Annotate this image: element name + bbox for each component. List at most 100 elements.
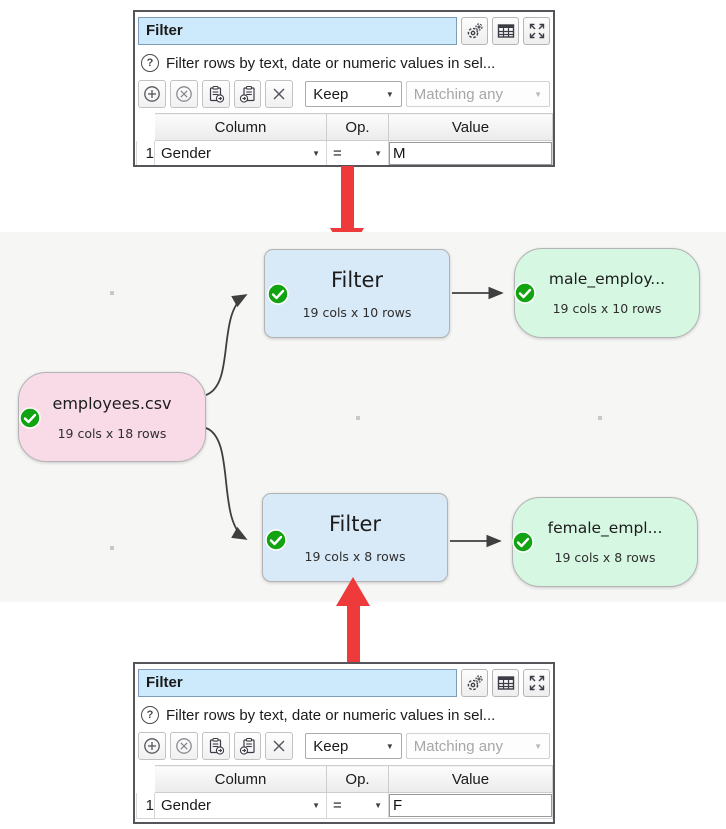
grid-dot bbox=[110, 546, 114, 550]
panel-toolbar: Keep ▼ Matching any ▼ bbox=[135, 77, 553, 111]
value-input[interactable] bbox=[389, 794, 552, 817]
node-title: female_empl... bbox=[547, 519, 663, 537]
grid-dot bbox=[598, 416, 602, 420]
column-dropdown[interactable]: Gender ▼ bbox=[155, 793, 326, 818]
expand-button[interactable] bbox=[523, 669, 550, 697]
op-dropdown[interactable]: = ▼ bbox=[327, 793, 388, 818]
value-header: Value bbox=[388, 765, 553, 793]
table-view-button[interactable] bbox=[492, 669, 519, 697]
value-input[interactable] bbox=[389, 142, 552, 165]
x-circle-icon bbox=[175, 738, 192, 754]
op-value: = bbox=[333, 145, 342, 162]
panel-toolbar: Keep ▼ Matching any ▼ bbox=[135, 729, 553, 763]
chevron-down-icon: ▼ bbox=[374, 149, 382, 158]
transform-description: Filter rows by text, date or numeric val… bbox=[166, 54, 496, 72]
help-icon[interactable]: ? bbox=[141, 706, 159, 724]
column-value: Gender bbox=[161, 145, 212, 162]
dataflow-canvas[interactable]: employees.csv 19 cols x 18 rows Filter 1… bbox=[0, 232, 726, 602]
op-header: Op. bbox=[326, 113, 389, 141]
column-header: Column bbox=[154, 113, 327, 141]
gear-icon bbox=[467, 22, 483, 38]
node-female-employees[interactable]: female_empl... 19 cols x 8 rows bbox=[512, 497, 698, 587]
copy-rows-button[interactable] bbox=[201, 732, 230, 760]
column-value: Gender bbox=[161, 797, 212, 814]
table-view-button[interactable] bbox=[492, 17, 519, 45]
remove-row-button[interactable] bbox=[169, 80, 198, 108]
node-employees-csv[interactable]: employees.csv 19 cols x 18 rows bbox=[18, 372, 206, 462]
annotation-arrow-bottom-shaft bbox=[347, 604, 360, 662]
matching-mode-value: Matching any bbox=[413, 85, 503, 103]
node-title: male_employ... bbox=[548, 270, 666, 288]
edges-layer bbox=[205, 286, 504, 548]
grid-dot bbox=[356, 416, 360, 420]
chevron-down-icon: ▼ bbox=[534, 89, 543, 99]
table-icon bbox=[497, 24, 514, 38]
delete-button[interactable] bbox=[265, 80, 294, 108]
check-circle-icon bbox=[514, 282, 536, 304]
keep-remove-dropdown[interactable]: Keep ▼ bbox=[305, 733, 402, 759]
keep-remove-dropdown[interactable]: Keep ▼ bbox=[305, 81, 402, 107]
chevron-down-icon: ▼ bbox=[385, 89, 394, 99]
add-row-button[interactable] bbox=[138, 732, 166, 760]
expand-icon bbox=[529, 675, 544, 691]
op-dropdown[interactable]: = ▼ bbox=[327, 141, 388, 165]
filter-settings-panel-bottom: Filter bbox=[133, 662, 555, 824]
chevron-down-icon: ▼ bbox=[312, 149, 320, 158]
keep-remove-value: Keep bbox=[313, 85, 349, 103]
annotation-arrow-top-shaft bbox=[341, 166, 354, 230]
column-dropdown[interactable]: Gender ▼ bbox=[155, 141, 326, 165]
panel-help-row: ? Filter rows by text, date or numeric v… bbox=[135, 701, 553, 729]
check-circle-icon bbox=[19, 407, 41, 429]
copy-rows-button[interactable] bbox=[201, 80, 230, 108]
row-number: 1 bbox=[136, 140, 155, 165]
table-row: 1 Gender ▼ = ▼ bbox=[136, 140, 553, 165]
node-subtitle: 19 cols x 8 rows bbox=[554, 550, 656, 565]
paste-rows-button[interactable] bbox=[233, 80, 262, 108]
chevron-down-icon: ▼ bbox=[374, 801, 382, 810]
rownum-header bbox=[136, 113, 155, 141]
x-icon bbox=[273, 740, 285, 752]
node-title: Filter bbox=[328, 511, 381, 536]
delete-button[interactable] bbox=[265, 732, 294, 760]
transform-name-input[interactable]: Filter bbox=[138, 17, 457, 45]
matching-mode-dropdown: Matching any ▼ bbox=[405, 733, 551, 759]
plus-circle-icon bbox=[144, 86, 160, 102]
settings-gear-button[interactable] bbox=[461, 17, 488, 45]
remove-row-button[interactable] bbox=[169, 732, 198, 760]
clipboard-arrow-in-icon bbox=[239, 85, 255, 103]
chevron-down-icon: ▼ bbox=[312, 801, 320, 810]
filter-criteria-table: Column Op. Value 1 Gender ▼ = ▼ bbox=[136, 765, 553, 819]
node-title: Filter bbox=[330, 267, 383, 292]
settings-gear-button[interactable] bbox=[461, 669, 488, 697]
node-subtitle: 19 cols x 18 rows bbox=[57, 425, 167, 441]
matching-mode-dropdown: Matching any ▼ bbox=[405, 81, 551, 107]
node-filter-bottom[interactable]: Filter 19 cols x 8 rows bbox=[262, 493, 448, 582]
clipboard-arrow-out-icon bbox=[209, 85, 224, 103]
filter-settings-panel-top: Filter bbox=[133, 10, 555, 167]
edge-source-to-filter-top bbox=[205, 294, 248, 396]
help-icon[interactable]: ? bbox=[141, 54, 159, 72]
expand-button[interactable] bbox=[523, 17, 550, 45]
chevron-down-icon: ▼ bbox=[534, 741, 543, 751]
node-filter-top[interactable]: Filter 19 cols x 10 rows bbox=[264, 249, 450, 338]
keep-remove-value: Keep bbox=[313, 737, 349, 755]
check-circle-icon bbox=[512, 531, 534, 553]
add-row-button[interactable] bbox=[138, 80, 166, 108]
check-circle-icon bbox=[267, 283, 289, 305]
row-number: 1 bbox=[136, 792, 155, 819]
x-icon bbox=[273, 88, 285, 100]
node-male-employees[interactable]: male_employ... 19 cols x 10 rows bbox=[514, 248, 700, 338]
node-title: employees.csv bbox=[52, 393, 172, 413]
transform-name-input[interactable]: Filter bbox=[138, 669, 457, 697]
panel-title-bar: Filter bbox=[135, 664, 553, 701]
paste-rows-button[interactable] bbox=[233, 732, 262, 760]
op-value: = bbox=[333, 797, 342, 814]
edge-source-to-filter-bottom bbox=[205, 427, 248, 540]
gear-icon bbox=[467, 674, 483, 690]
expand-icon bbox=[529, 23, 544, 39]
rownum-header bbox=[136, 765, 155, 793]
annotation-arrow-bottom-head bbox=[336, 577, 370, 606]
matching-mode-value: Matching any bbox=[413, 737, 503, 755]
table-row: 1 Gender ▼ = ▼ bbox=[136, 792, 553, 819]
